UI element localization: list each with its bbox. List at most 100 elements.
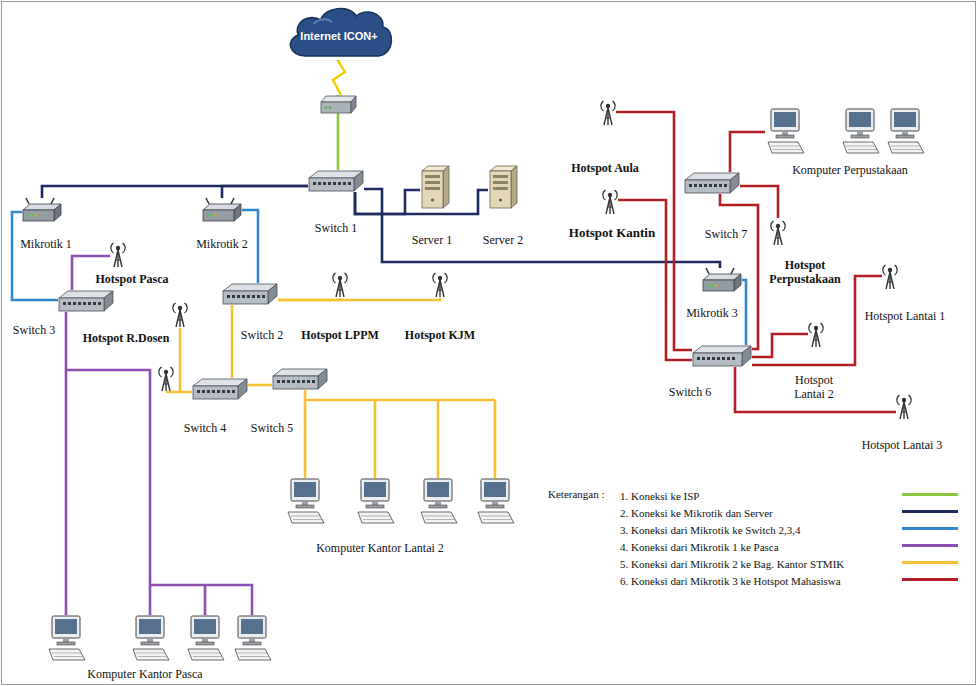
network-switch: Switch 5 [272,368,328,390]
icon-part [57,642,75,645]
icon-part [493,175,508,178]
icon-part [309,178,354,191]
icon-part [889,272,890,289]
icon-part [63,638,69,642]
icon-part [493,187,508,190]
legend: Keterangan :1. Koneksi ke ISP2. Koneksi … [548,486,960,588]
icon-part [114,250,122,267]
network-link [355,190,488,214]
icon-part [361,479,389,501]
wifi-hotspot: Hotspot Lantai 3 [896,392,912,420]
legend-text: 4. Koneksi dari Mikrotik 1 ke Pasca [620,539,779,556]
icon-part [336,280,344,297]
server-icon [420,165,450,209]
icon-part [888,268,892,272]
wifi-hotspot-icon [432,270,448,298]
device-label: Switch 3 [12,323,56,337]
icon-part [338,276,342,280]
icon-part [227,295,230,298]
icon-part [207,390,210,393]
network-link [231,305,234,378]
icon-part [846,146,875,147]
icon-part [902,412,907,413]
icon-part [133,649,169,660]
icon-part [776,135,794,138]
icon-part [343,182,346,185]
icon-part [273,376,318,389]
network-wire [150,585,252,615]
icon-part [891,146,920,147]
legend-row: 5. Koneksi dari Mikrotik 2 ke Bag. Kanto… [620,554,960,571]
icon-part [427,482,449,497]
icon-part [215,214,217,216]
icon-part [147,638,153,642]
icon-part [422,171,443,208]
icon-part [704,184,707,187]
icon-part [888,142,924,153]
legend-text: 1. Koneksi ke ISP [620,488,699,505]
icon-part [318,182,321,185]
device-label: Hotspot Lantai 1 [864,309,947,323]
icon-part [424,516,453,517]
icon-part [776,224,780,228]
hotspot-symbol [159,367,173,391]
network-link [65,312,68,615]
network-link [735,367,896,412]
icon-part [31,214,33,216]
icon-part [685,180,730,193]
mikrotik-router: Mikrotik 3 [702,268,742,292]
icon-part [238,653,267,654]
icon-part [478,479,514,523]
icon-part [358,512,394,523]
icon-part [116,260,121,261]
icon-part [88,302,91,305]
icon-part [232,390,235,393]
icon-part [433,273,436,283]
network-switch: Switch 1 [308,170,364,192]
icon-part [291,479,319,501]
network-switch-icon [222,283,278,305]
icon-part [302,380,305,383]
mikrotik-router-icon [702,268,742,292]
device-label: Server 2 [482,233,524,247]
icon-part [712,357,715,360]
legend-text: 5. Koneksi dari Mikrotik 2 ke Bag. Kanto… [620,556,844,573]
icon-part [734,274,741,291]
icon-part [292,380,295,383]
network-link [180,328,192,392]
icon-part [608,207,613,208]
icon-part [277,380,280,383]
icon-part [297,380,300,383]
network-link [222,186,308,198]
device-label: Hotspot Lantai 2 [787,373,841,401]
wifi-hotspot-icon [110,240,126,268]
icon-part [290,8,391,56]
icon-part [777,228,778,245]
icon-part [604,108,612,125]
icon-part [615,190,618,200]
icon-part [348,182,351,185]
network-switch-icon [308,170,364,192]
icon-part [262,295,265,298]
icon-part [123,243,126,253]
network-wire [374,400,377,478]
icon-part [54,204,61,221]
wifi-hotspot-icon [332,270,348,298]
icon-part [282,380,285,383]
mikrotik-router: Mikrotik 2 [202,198,242,222]
icon-part [724,184,727,187]
icon-part [426,519,455,520]
icon-part [895,265,898,275]
icon-part [888,109,924,153]
device-label: Hotspot LPPM [300,328,380,342]
icon-part [481,516,510,517]
icon-part [435,501,441,505]
icon-part [445,273,448,283]
icon-part [238,379,247,399]
icon-part [202,638,208,642]
icon-part [178,306,182,310]
legend-heading: Keterangan : [548,486,620,588]
icon-part [731,268,734,274]
icon-part [719,184,722,187]
icon-part [900,402,908,419]
